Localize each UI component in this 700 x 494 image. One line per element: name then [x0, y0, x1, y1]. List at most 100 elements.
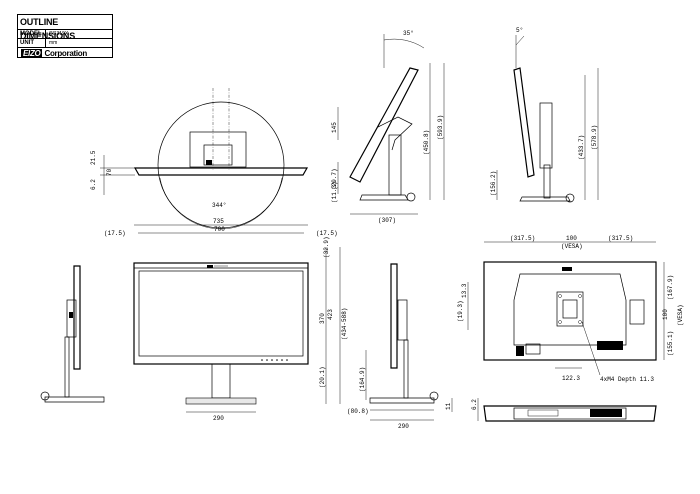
model-label: MODEL [18, 30, 46, 38]
dim-front-17-5-r: (17.5) [316, 230, 338, 237]
dim-side-433-7: (433.7) [578, 135, 585, 160]
unit-label: UNIT [18, 39, 46, 47]
dim-tilt-307: (307) [378, 217, 396, 224]
unit-value: mm [49, 40, 58, 46]
dim-right-164-9: (164.9) [359, 367, 366, 392]
dim-rear-317-5-l: (317.5) [510, 235, 535, 242]
dim-front-735: 735 [213, 218, 224, 225]
side-view-top: 5° (156.2) (433.7) (578.9) [490, 27, 599, 203]
side-column-top [543, 164, 551, 199]
title-block: OUTLINE DIMENSIONS MODEL CG319X UNIT mm … [17, 14, 113, 58]
dim-tilt-593-9: (593.9) [437, 115, 444, 140]
dim-top-6-2: 6.2 [90, 179, 97, 190]
front-base [185, 397, 257, 405]
dim-right-11: 11 [445, 402, 452, 410]
left-base [44, 396, 105, 403]
rear-logo [562, 267, 572, 271]
left-stand-hinge [66, 299, 77, 338]
front-sensor [207, 265, 213, 268]
bottom-cabinet [483, 405, 657, 422]
side-angle-label: 5° [516, 27, 523, 34]
top-panel [133, 167, 309, 176]
dim-front-17-5-l: (17.5) [104, 230, 126, 237]
dim-rear-vesa-side: (VESA) [677, 304, 684, 326]
dim-front-370: 370 [319, 313, 326, 324]
rear-handle-right [629, 299, 645, 325]
model-value: CG319X [49, 31, 69, 37]
dim-top-21-5: 21.5 [90, 150, 97, 165]
dim-tilt-450-8: (450.8) [423, 130, 430, 155]
rear-cabinet [483, 261, 657, 361]
dim-rear-155-1: (155.1) [667, 331, 674, 356]
dim-right-290: 290 [398, 423, 409, 430]
right-base [369, 397, 435, 404]
drawing-heading: OUTLINE DIMENSIONS [18, 15, 112, 41]
rear-view: (317.5) 100 (317.5) (VESA) 13.3 (19.3) (… [457, 235, 684, 383]
rear-port-box [525, 343, 541, 355]
top-stand-body [189, 131, 247, 168]
rear-ports-right [597, 341, 623, 350]
front-stand-column [211, 363, 231, 399]
dim-front-700: 700 [214, 226, 225, 233]
side-foot-top [565, 193, 575, 203]
dim-tilt-29-7: (29.7) [331, 168, 338, 190]
side-stand-top [539, 102, 553, 169]
tilt-angle-label: 35° [403, 30, 414, 37]
dim-rear-317-5-r: (317.5) [608, 235, 633, 242]
dim-side-156-2: (156.2) [490, 171, 497, 196]
rear-screw-note: 4xM4 Depth 11.3 [600, 376, 654, 383]
dim-front-20-1: (20.1) [319, 366, 326, 388]
dim-front-32-9: (32.9) [323, 236, 330, 258]
rear-vesa-top: (VESA) [561, 243, 583, 250]
swivel-arc [159, 177, 283, 230]
right-stand-hinge [397, 299, 408, 341]
right-foot [429, 391, 439, 401]
right-stand-column [403, 339, 409, 399]
rear-stand-plate [513, 273, 627, 346]
dim-front-423: 423 [327, 309, 334, 320]
dim-right-80-8: (80.8) [347, 408, 369, 415]
right-side-view: (164.9) (80.8) 290 11 [347, 263, 453, 430]
rear-vesa-mount [556, 291, 584, 327]
dim-rear-167-9: (167.9) [667, 275, 674, 300]
swivel-angle: 344° [212, 202, 226, 209]
tilt-base-foot [406, 192, 416, 202]
front-view: 735 700 (17.5) (17.5) 290 (32.9) 370 423… [104, 218, 348, 422]
top-stand-detail [206, 160, 212, 165]
tilt-side-view: 35° 145 (29.7) (11.3) (450.8) (593.9) (3… [331, 30, 445, 224]
left-panel [73, 265, 81, 370]
dim-rear-122-3: 122.3 [562, 375, 580, 382]
tilted-panel [349, 67, 419, 183]
dim-rear-100: 100 [566, 235, 577, 242]
dim-tilt-145: 145 [331, 122, 338, 133]
swivel-circle [157, 101, 285, 229]
brand-mark: EIZO [21, 49, 43, 58]
dim-bottom-6-2: 6.2 [471, 399, 478, 410]
left-side-view [40, 265, 105, 403]
front-screen [138, 270, 304, 357]
side-panel-top [513, 67, 535, 178]
dim-tilt-11-3: (11.3) [331, 181, 338, 203]
front-buttons [261, 359, 288, 361]
tilt-base [359, 194, 409, 201]
bottom-stand-area [513, 407, 627, 420]
unit-row: UNIT mm [18, 39, 112, 48]
dim-side-578-9: (578.9) [591, 125, 598, 150]
bottom-ports [590, 409, 622, 417]
dim-top-70: 70 [106, 168, 113, 176]
front-bezel [133, 262, 309, 365]
dim-rear-19-3: (19.3) [457, 300, 464, 322]
tilt-hinge [377, 116, 413, 151]
bottom-view: 6.2 [471, 398, 657, 422]
model-row: MODEL CG319X [18, 30, 112, 39]
dim-rear-100-v: 100 [662, 309, 669, 320]
dim-front-434-588: (434-588) [341, 308, 348, 340]
tilt-stand-column [388, 134, 402, 196]
left-stand-column [64, 336, 70, 398]
dim-rear-13-3: 13.3 [461, 283, 468, 298]
tilt-angle-arc [383, 38, 425, 49]
right-panel [390, 263, 398, 369]
left-foot [40, 391, 50, 401]
